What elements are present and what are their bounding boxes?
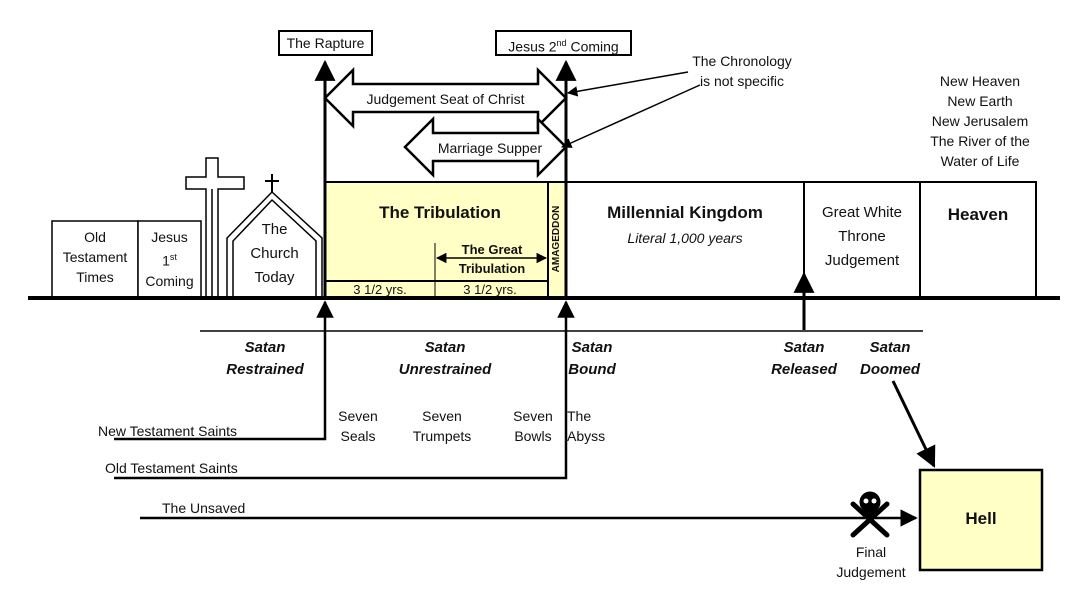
chronology-line-1: The Chronology — [692, 53, 792, 69]
jesus-first-line-3: Coming — [145, 272, 194, 289]
rapture-label: The Rapture — [286, 35, 365, 51]
final-line-1: Final — [855, 544, 887, 560]
trumpets-line-1: Seven — [422, 408, 462, 424]
gwt-line-1: Great White — [821, 204, 903, 221]
seven-trumpets: Seven Trumpets — [402, 406, 482, 446]
satan-bound-line-2: Bound — [568, 361, 616, 378]
judgement-seat-label: Judgement Seat of Christ — [366, 91, 525, 107]
second-coming-label-post: Coming — [566, 38, 619, 55]
gwt-line-3: Judgement — [824, 252, 900, 269]
amageddon-label: AMAGEDDON — [551, 205, 562, 273]
satan-restrained: Satan Restrained — [205, 337, 325, 381]
millennial-label: Millennial Kingdom — [607, 203, 763, 222]
abyss-line-1: The — [567, 408, 592, 424]
seals-line-2: Seals — [340, 428, 376, 444]
heaven-list-item-5: Water of Life — [940, 153, 1020, 169]
seals-line-1: Seven — [338, 408, 378, 424]
church-label: The Church Today — [233, 218, 316, 290]
church-line-1: The — [261, 221, 288, 238]
church-icon — [226, 174, 323, 299]
gwt-box — [803, 181, 921, 299]
jesus-first-label: Jesus 1st Coming — [138, 227, 201, 291]
jesus-first-line-1: Jesus — [151, 229, 188, 245]
heaven-list-item-4: The River of the — [930, 133, 1030, 149]
nt-saints-label: New Testament Saints — [98, 423, 238, 439]
hell-label: Hell — [965, 509, 997, 528]
abyss-line-2: Abyss — [567, 428, 606, 444]
jesus-first-number: 1 — [162, 252, 170, 269]
second-coming-box — [495, 30, 632, 56]
ot-times-label: Old Testament Times — [52, 227, 138, 287]
heaven-box — [919, 181, 1037, 299]
bowls-line-2: Bowls — [514, 428, 552, 444]
jesus-first-sup: st — [169, 252, 177, 262]
jesus-first-box — [137, 220, 202, 299]
ot-times-box — [51, 220, 139, 299]
heaven-label: Heaven — [947, 205, 1009, 224]
heaven-list-item-1: New Heaven — [939, 73, 1021, 89]
heaven-list-item-3: New Jerusalem — [931, 113, 1029, 129]
satan-doomed-line-1: Satan — [869, 339, 911, 356]
gwt-line-2: Throne — [838, 228, 886, 245]
gwt-label: Great White Throne Judgement — [804, 201, 920, 273]
final-line-2: Judgement — [836, 564, 906, 580]
satan-released: Satan Released — [759, 337, 849, 381]
chronology-pointer-1 — [566, 71, 689, 97]
satan-restrained-line-1: Satan — [244, 339, 286, 356]
tribulation-label: The Tribulation — [379, 203, 501, 222]
satan-restrained-line-2: Restrained — [226, 361, 304, 378]
satan-bound: Satan Bound — [552, 337, 632, 381]
seven-bowls: Seven Bowls — [503, 406, 563, 446]
rapture-box — [278, 30, 373, 56]
nt-saints-line — [114, 300, 334, 441]
second-coming-label: Jesus 2nd Coming — [496, 33, 631, 57]
satan-unrestrained-line-2: Unrestrained — [398, 361, 492, 378]
satan-doomed-line-2: Doomed — [860, 361, 920, 378]
heaven-list: New Heaven New Earth New Jerusalem The R… — [910, 71, 1050, 171]
marriage-supper-label: Marriage Supper — [437, 140, 543, 156]
satan-bound-line-1: Satan — [571, 339, 613, 356]
judgement-seat-arrow — [323, 66, 568, 130]
church-line-2: Church — [250, 245, 299, 262]
ot-saints-label: Old Testament Saints — [105, 460, 238, 476]
satan-unrestrained: Satan Unrestrained — [385, 337, 505, 381]
great-trib-line-2: Tribulation — [458, 261, 526, 276]
tribulation-block — [324, 181, 549, 299]
second-coming-label-pre: Jesus 2 — [508, 38, 557, 55]
satan-doomed-arrow — [891, 380, 936, 468]
half-years-first: 3 1/2 yrs. — [353, 282, 407, 297]
final-judgement-label: Final Judgement — [826, 542, 916, 582]
ot-times-line-3: Times — [76, 269, 114, 285]
satan-unrestrained-line-1: Satan — [424, 339, 466, 356]
ot-saints-line — [114, 300, 575, 480]
satan-released-line-1: Satan — [783, 339, 825, 356]
unsaved-label: The Unsaved — [162, 500, 246, 516]
half-years-second: 3 1/2 yrs. — [463, 282, 517, 297]
the-abyss: The Abyss — [567, 406, 617, 446]
trumpets-line-2: Trumpets — [412, 428, 472, 444]
chronology-note: The Chronology is not specific — [672, 51, 812, 91]
ot-times-line-1: Old — [84, 229, 106, 245]
chronology-pointer-2 — [561, 84, 701, 148]
skull-crossbones-icon — [850, 491, 890, 538]
chronology-line-2: is not specific — [699, 73, 785, 89]
ot-times-line-2: Testament — [62, 249, 128, 265]
great-tribulation-label: The Great Tribulation — [440, 240, 544, 278]
jesus-first-line-2: 1st — [138, 247, 201, 271]
second-coming-label-sup: nd — [556, 38, 567, 48]
hell-box — [918, 468, 1044, 572]
church-line-3: Today — [254, 269, 295, 286]
seven-seals: Seven Seals — [328, 406, 388, 446]
millennial-sublabel: Literal 1,000 years — [627, 230, 743, 246]
satan-released-line-2: Released — [771, 361, 837, 378]
great-trib-line-1: The Great — [461, 242, 523, 257]
bowls-line-1: Seven — [513, 408, 553, 424]
satan-doomed: Satan Doomed — [845, 337, 935, 381]
heaven-list-item-2: New Earth — [947, 93, 1013, 109]
